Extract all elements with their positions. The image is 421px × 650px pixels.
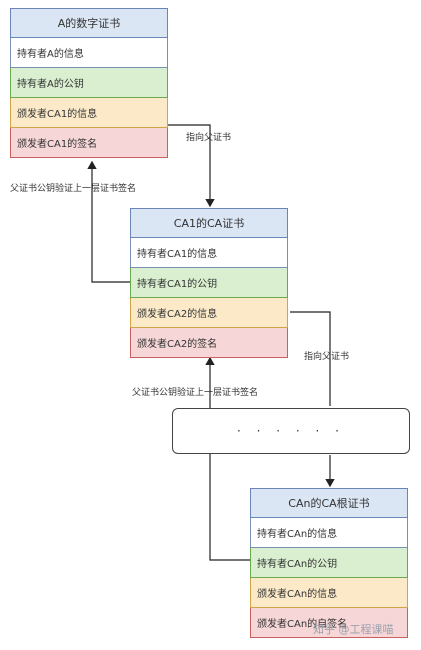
cert-ca1-holder-pubkey: 持有者CA1的公钥 [130, 268, 288, 298]
cert-a-issuer-info: 颁发者CA1的信息 [10, 98, 168, 128]
arrow-a-to-ca1 [168, 124, 215, 208]
cert-ca1-issuer-info: 颁发者CA2的信息 [130, 298, 288, 328]
cert-a-title: A的数字证书 [10, 8, 168, 38]
intermediate-certs-ellipsis: · · · · · · [172, 408, 410, 454]
label-verify-1: 父证书公钥验证上一层证书签名 [10, 184, 137, 194]
cert-ca1-title: CA1的CA证书 [130, 208, 288, 238]
cert-can: CAn的CA根证书 持有者CAn的信息 持有者CAn的公钥 颁发者CAn的信息 … [250, 488, 408, 638]
cert-ca1-holder-info: 持有者CA1的信息 [130, 238, 288, 268]
cert-can-title: CAn的CA根证书 [250, 488, 408, 518]
label-point-parent-2: 指向父证书 [304, 352, 350, 362]
cert-a-holder-info: 持有者A的信息 [10, 38, 168, 68]
cert-ca1: CA1的CA证书 持有者CA1的信息 持有者CA1的公钥 颁发者CA2的信息 颁… [130, 208, 288, 358]
label-point-parent-1: 指向父证书 [186, 133, 232, 143]
cert-a-holder-pubkey: 持有者A的公钥 [10, 68, 168, 98]
cert-a: A的数字证书 持有者A的信息 持有者A的公钥 颁发者CA1的信息 颁发者CA1的… [10, 8, 168, 158]
cert-a-issuer-signature: 颁发者CA1的签名 [10, 128, 168, 158]
arrow-ca1-key-to-a-sig [87, 160, 130, 283]
label-verify-2: 父证书公钥验证上一层证书签名 [132, 388, 259, 398]
cert-can-holder-pubkey: 持有者CAn的公钥 [250, 548, 408, 578]
cert-can-holder-info: 持有者CAn的信息 [250, 518, 408, 548]
cert-can-issuer-info: 颁发者CAn的信息 [250, 578, 408, 608]
cert-ca1-issuer-signature: 颁发者CA2的签名 [130, 328, 288, 358]
watermark: 知乎 @工程课喵 [313, 623, 394, 636]
arrow-ca1-to-next [290, 311, 331, 406]
cert-can-self-signature: 颁发者CAn的自签名 [250, 608, 408, 638]
